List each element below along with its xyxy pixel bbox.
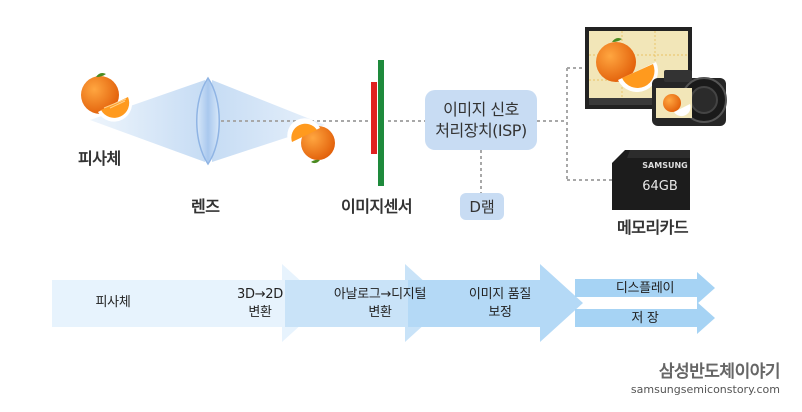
light-beam-right: [212, 80, 325, 162]
isp-label-line2: 처리장치(ISP): [435, 121, 527, 140]
pipeline-step-3d-2d-line1: 3D→2D: [237, 287, 283, 302]
pipeline-step-subject: 피사체: [95, 295, 131, 310]
subject-label: 피사체: [78, 149, 121, 168]
memory-card-icon: [612, 150, 690, 210]
isp-label-line1: 이미지 신호: [443, 100, 519, 119]
memory-card-brand: SAMSUNG: [642, 161, 687, 170]
pipeline-step-display: 디스플레이: [615, 281, 675, 296]
pipeline-step-analog-digital-line2: 변환: [368, 305, 392, 320]
pipeline-step-analog-digital-line1: 아날로그→디지털: [333, 287, 427, 302]
subject-orange-icon: [81, 73, 133, 122]
image-sensor-label: 이미지센서: [341, 197, 413, 216]
pipeline-arrow-storage: [575, 302, 715, 334]
memory-card-capacity: 64GB: [642, 179, 678, 194]
light-beam-left: [90, 80, 205, 162]
pipeline-step-analog-digital: 아날로그→디지털 변환: [325, 286, 435, 322]
lens-label: 렌즈: [191, 197, 220, 216]
brand-watermark: 삼성반도체이야기 samsungsemiconstory.com: [630, 357, 781, 396]
pipeline-step-3d-2d-line2: 변환: [248, 305, 272, 320]
pipeline-arrows: [52, 264, 715, 342]
memory-card-label: 메모리카드: [617, 218, 689, 237]
brand-url: samsungsemiconstory.com: [630, 383, 780, 396]
lens-icon: [196, 76, 220, 166]
image-sensor-green-bar: [378, 60, 384, 186]
pipeline-step-quality: 이미지 품질 보정: [460, 286, 540, 322]
dram-box: D램: [460, 193, 504, 220]
pipeline-arrow-3: [408, 264, 583, 342]
pipeline-step-quality-line2: 보정: [488, 305, 512, 320]
pipeline-step-storage: 저 장: [631, 311, 659, 326]
dram-label: D램: [469, 198, 495, 216]
brand-title: 삼성반도체이야기: [658, 362, 781, 382]
pipeline-arrow-2: [285, 264, 448, 342]
pipeline-step-quality-line1: 이미지 품질: [468, 287, 532, 302]
image-sensor-red-bar: [371, 82, 377, 154]
pipeline-arrow-display: [575, 272, 715, 304]
isp-box: 이미지 신호 처리장치(ISP): [425, 90, 537, 150]
inverted-image-orange-icon: [287, 118, 335, 164]
camera-icon: [652, 70, 727, 126]
pipeline-arrow-1: [52, 264, 325, 342]
pipeline-step-3d-2d: 3D→2D 변환: [220, 286, 300, 322]
